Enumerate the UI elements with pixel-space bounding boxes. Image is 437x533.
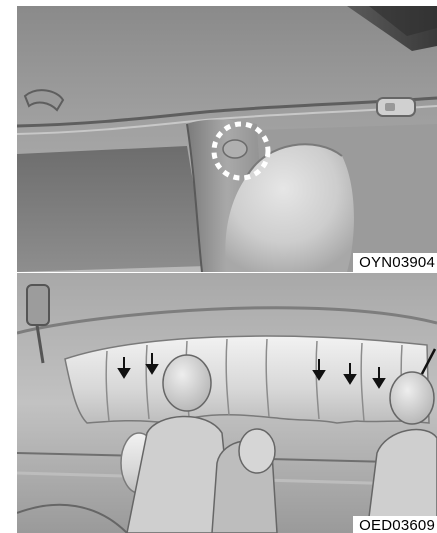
- curtain-airbag-drawing: [17, 273, 437, 533]
- headliner-pillar-illustration: OYN03904: [17, 6, 437, 272]
- figure-code-label: OYN03904: [353, 253, 437, 272]
- airbag-emblem-icon: [223, 140, 247, 158]
- figure-code-label: OED03609: [353, 516, 437, 533]
- curtain-airbag-illustration: OED03609: [17, 273, 437, 533]
- headliner-pillar-drawing: [17, 6, 437, 272]
